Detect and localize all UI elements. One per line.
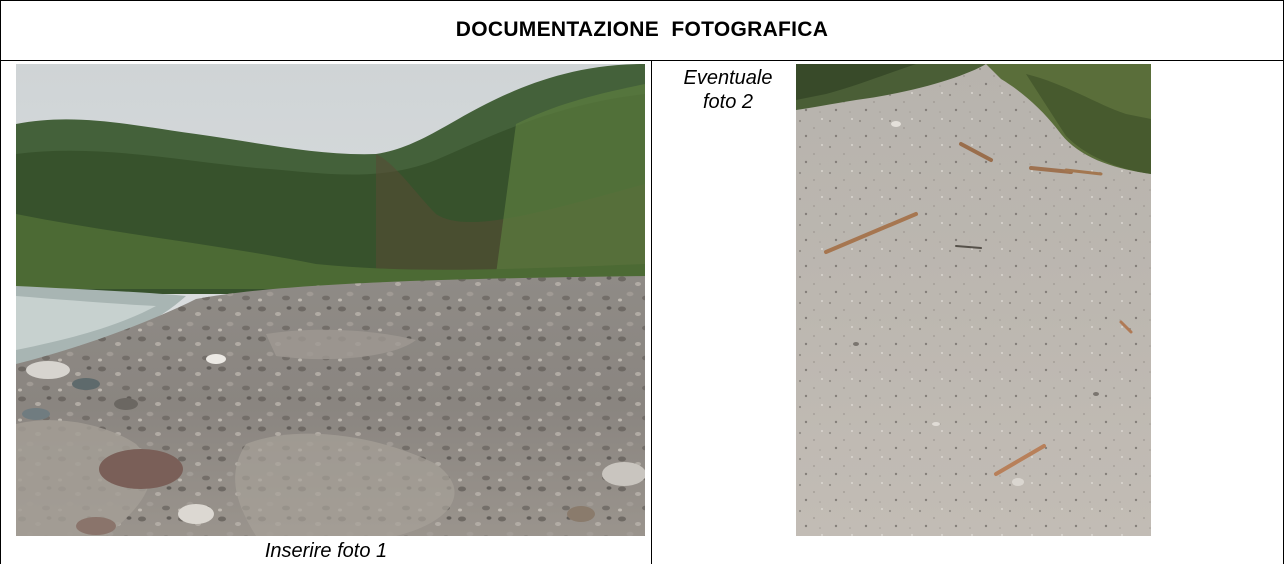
photo-2-caption-line-2: foto 2 <box>702 91 754 113</box>
table-header-divider <box>0 60 1284 61</box>
photo-1-river-gravel-bar <box>16 64 645 536</box>
photo-2-sandy-riverbed <box>796 64 1151 536</box>
table-top-border <box>0 0 1284 1</box>
document-title: DOCUMENTAZIONE FOTOGRAFICA <box>455 18 829 41</box>
photo-2-image <box>796 64 1151 536</box>
photo-2-caption-line-1: Eventuale <box>683 67 773 89</box>
table-column-divider <box>651 61 652 564</box>
photo-1-image <box>16 64 645 536</box>
photo-2-caption: Eventuale foto 2 <box>664 66 792 114</box>
table-left-border <box>0 0 1 564</box>
photo-1-caption: Inserire foto 1 <box>264 540 388 562</box>
